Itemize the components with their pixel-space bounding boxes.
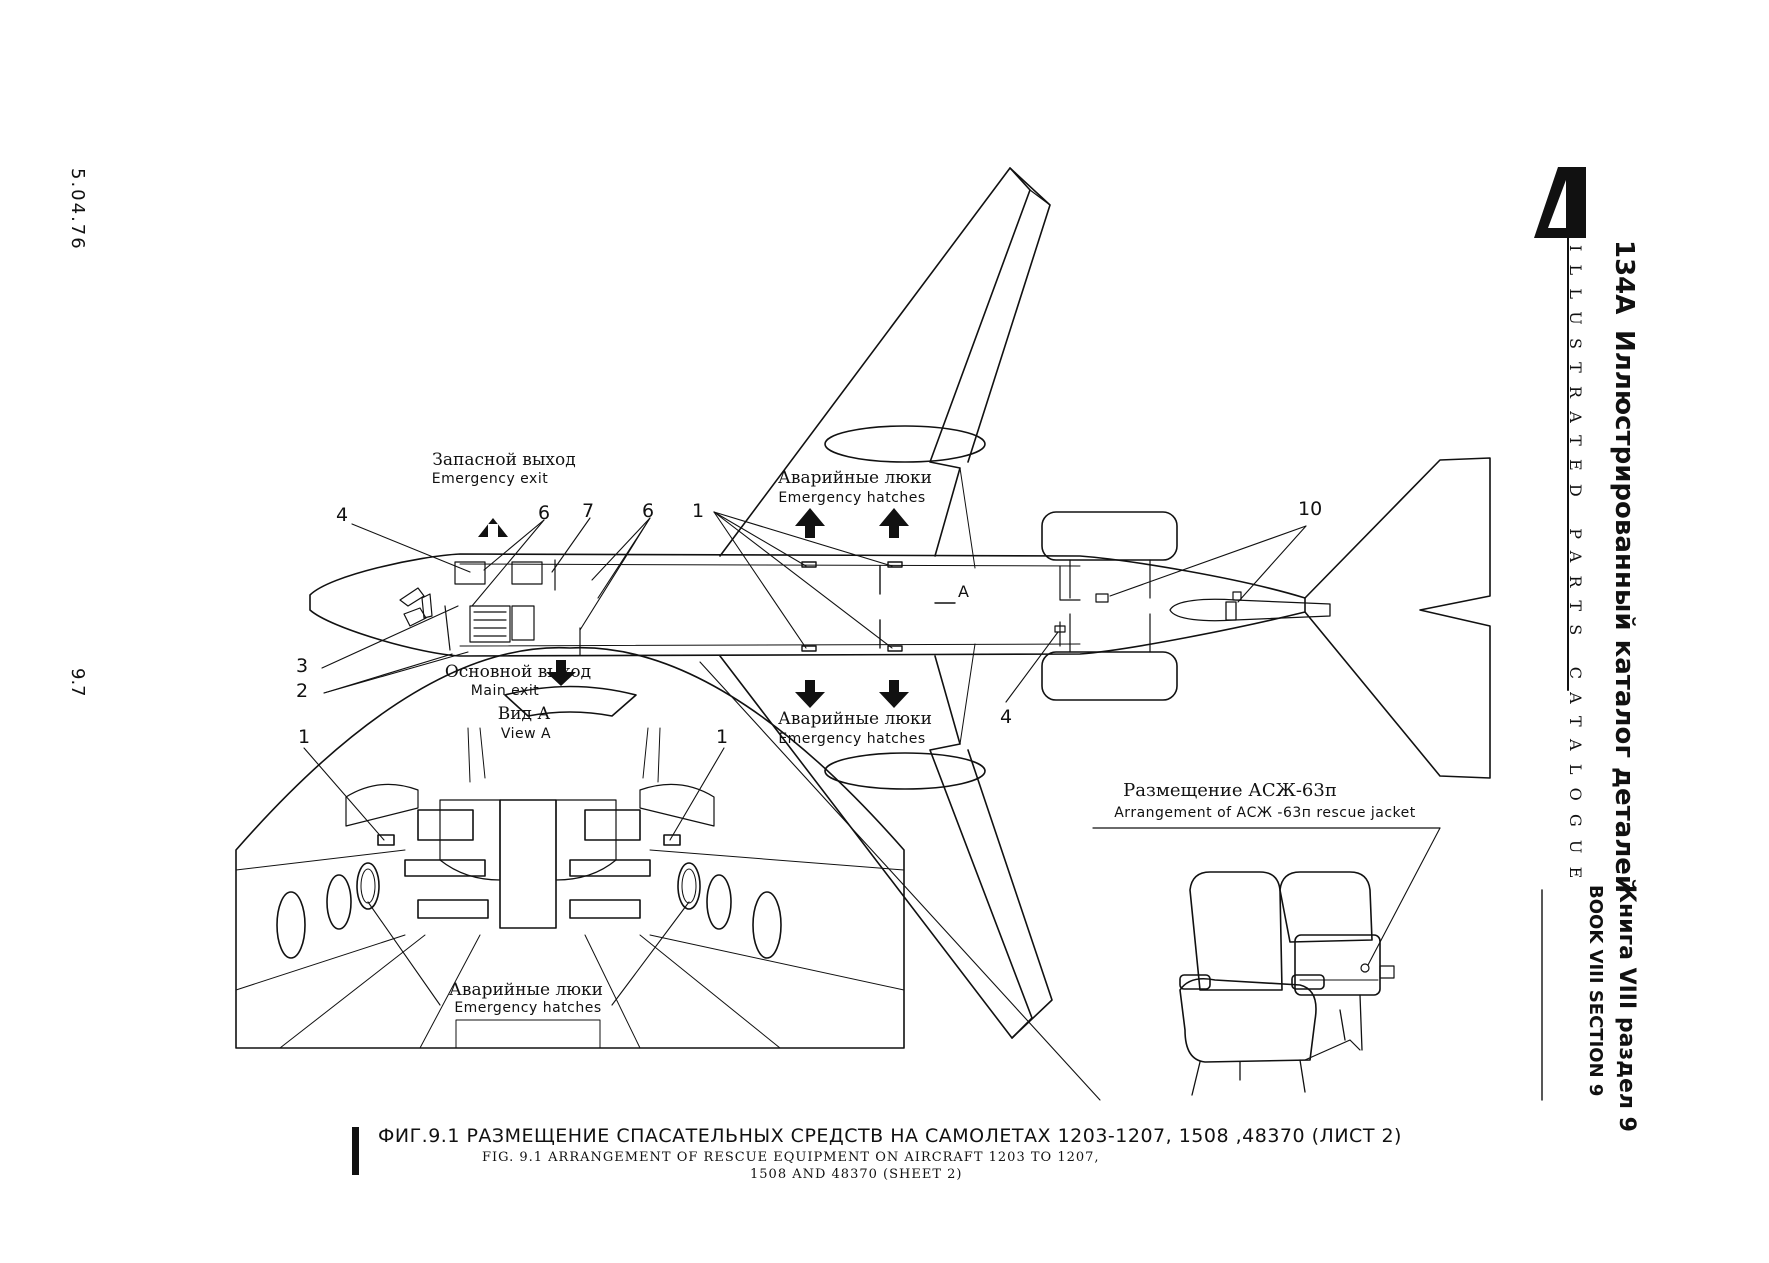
model-number: 134A xyxy=(1609,240,1639,315)
callout-7: 7 xyxy=(582,500,595,522)
cockpit-windows xyxy=(399,587,433,627)
callout-10: 10 xyxy=(1298,498,1323,520)
view-a-marker: A xyxy=(958,582,970,601)
hatches-top-label-ru: Аварийные люки xyxy=(777,468,933,488)
seat-title-ru: Размещение АСЖ-63п xyxy=(1123,780,1337,801)
lower-wing xyxy=(719,655,1053,1039)
main-exit-arrow xyxy=(546,660,576,686)
hatch-arrow-up-2 xyxy=(879,508,909,538)
view-a-leaders xyxy=(303,747,725,1006)
logo-triangle-icon xyxy=(1534,167,1586,238)
page-number: 9.7 xyxy=(67,668,88,697)
catalogue-title-ru: Иллюстрированный каталог деталей xyxy=(1609,330,1639,894)
view-a-hatches-ru: Аварийные люки xyxy=(448,980,604,1000)
spare-exit-label-ru: Запасной выход xyxy=(432,450,576,470)
hatch-arrow-up-1 xyxy=(795,508,825,538)
view-a-title-en: View A xyxy=(500,726,552,742)
fuselage-outline xyxy=(309,553,1306,657)
spare-exit-label-en: Emergency exit xyxy=(431,471,549,487)
callout-4-front: 4 xyxy=(336,504,349,526)
catalogue-title-en: ILLUSTRATED PARTS CATALOGUE xyxy=(1566,245,1585,892)
hatches-bottom-label-ru: Аварийные люки xyxy=(777,709,933,729)
figure-caption-en-line2: 1508 AND 48370 (SHEET 2) xyxy=(750,1167,963,1182)
callout-6-right: 6 xyxy=(642,500,655,522)
hatches-top-label-en: Emergency hatches xyxy=(778,490,926,506)
figure-caption-ru: ФИГ.9.1 РАЗМЕЩЕНИЕ СПАСАТЕЛЬНЫХ СРЕДСТВ … xyxy=(378,1125,1402,1147)
book-section-ru: Книга VIII раздел 9 xyxy=(1614,885,1639,1132)
caption-bar xyxy=(352,1127,359,1175)
hatch-arrow-down-2 xyxy=(879,680,909,708)
callout-4-rear: 4 xyxy=(1000,706,1013,728)
callout-1: 1 xyxy=(692,500,705,522)
plan-leaders xyxy=(321,511,1307,1101)
hatch-markers xyxy=(801,561,903,652)
callout-2: 2 xyxy=(296,680,309,702)
book-section-en: BOOK VIII SECTION 9 xyxy=(1585,885,1606,1097)
spare-exit-arrow xyxy=(478,518,508,537)
callout-3: 3 xyxy=(296,655,309,677)
upper-wing xyxy=(719,167,1051,557)
hatches-bottom-label-en: Emergency hatches xyxy=(778,731,926,747)
tail xyxy=(1169,457,1491,779)
view-a-callout-right: 1 xyxy=(716,726,729,748)
main-exit-label-ru: Основной выход xyxy=(444,662,592,682)
figure-caption-en-line1: FIG. 9.1 ARRANGEMENT OF RESCUE EQUIPMENT… xyxy=(482,1150,1100,1165)
view-a-callout-left: 1 xyxy=(298,726,311,748)
hatch-arrow-down-1 xyxy=(795,680,825,708)
view-a-title-ru: Вид А xyxy=(497,704,551,724)
seat-drawing xyxy=(1179,871,1395,1096)
date-code: 5.04.76 xyxy=(67,168,88,251)
seat-leader xyxy=(1367,827,1441,966)
callout-6-left: 6 xyxy=(538,502,551,524)
view-a-cabin xyxy=(235,646,905,1049)
engine-nacelles xyxy=(1041,511,1178,701)
exit-arrows xyxy=(352,167,1586,1175)
view-a-hatches-en: Emergency hatches xyxy=(454,1000,602,1016)
seat-title-en: Arrangement of АСЖ -63п rescue jacket xyxy=(1114,805,1416,821)
main-exit-label-en: Main exit xyxy=(470,683,540,699)
front-compartment xyxy=(444,559,581,656)
